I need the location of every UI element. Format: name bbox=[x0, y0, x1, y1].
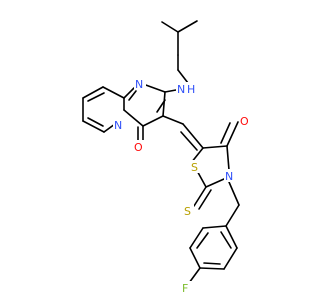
bond bbox=[228, 181, 240, 206]
atom-label-o-pyrimidinone: O bbox=[134, 141, 143, 154]
bond bbox=[87, 117, 104, 127]
atom-label-layer: N N H N O S O N S F bbox=[113, 77, 252, 295]
bond bbox=[182, 123, 204, 149]
atom-label-s-ring: S bbox=[191, 161, 198, 174]
bond-layer bbox=[82, 20, 240, 284]
atom-label-n-aryl: N bbox=[135, 78, 143, 91]
bond bbox=[123, 109, 144, 127]
bond bbox=[123, 87, 135, 99]
bond bbox=[177, 69, 189, 84]
atom-label-n-amine: N bbox=[177, 83, 185, 96]
atom-label-n-thiazolidinone: N bbox=[225, 170, 233, 183]
bond bbox=[102, 86, 125, 99]
bond bbox=[162, 91, 166, 117]
bond bbox=[223, 247, 238, 270]
atom-label-o-thiazolidinone: O bbox=[240, 115, 249, 128]
bond bbox=[142, 83, 166, 93]
atom-label-n-bridge: N bbox=[114, 119, 122, 132]
bond bbox=[193, 186, 207, 207]
bond bbox=[225, 225, 238, 249]
bond bbox=[177, 20, 198, 33]
bond bbox=[82, 86, 104, 99]
bond bbox=[189, 247, 201, 269]
bond bbox=[198, 189, 212, 210]
bond bbox=[205, 178, 225, 188]
bond bbox=[164, 89, 177, 93]
bond bbox=[180, 131, 198, 151]
bond bbox=[220, 231, 232, 249]
bond bbox=[225, 204, 240, 227]
atom-label-s-thioxo: S bbox=[184, 205, 191, 218]
bond bbox=[199, 267, 225, 270]
bond bbox=[226, 145, 230, 171]
atom-label-f-fluoro: F bbox=[182, 282, 188, 295]
bond bbox=[189, 227, 204, 249]
bond bbox=[202, 225, 227, 229]
bond bbox=[82, 120, 105, 133]
molecule-structure: N N H N O S O N S F bbox=[82, 20, 252, 295]
bond bbox=[156, 99, 166, 113]
bond bbox=[203, 262, 221, 265]
bond bbox=[202, 145, 228, 149]
atom-label-h-amine: H bbox=[187, 83, 195, 96]
bond bbox=[87, 92, 105, 102]
bond bbox=[161, 21, 179, 33]
bond bbox=[188, 267, 201, 284]
bond bbox=[142, 115, 164, 127]
bond bbox=[128, 90, 137, 101]
bond bbox=[196, 232, 209, 249]
bond bbox=[226, 121, 239, 147]
bond bbox=[162, 115, 184, 125]
bond bbox=[220, 122, 231, 144]
